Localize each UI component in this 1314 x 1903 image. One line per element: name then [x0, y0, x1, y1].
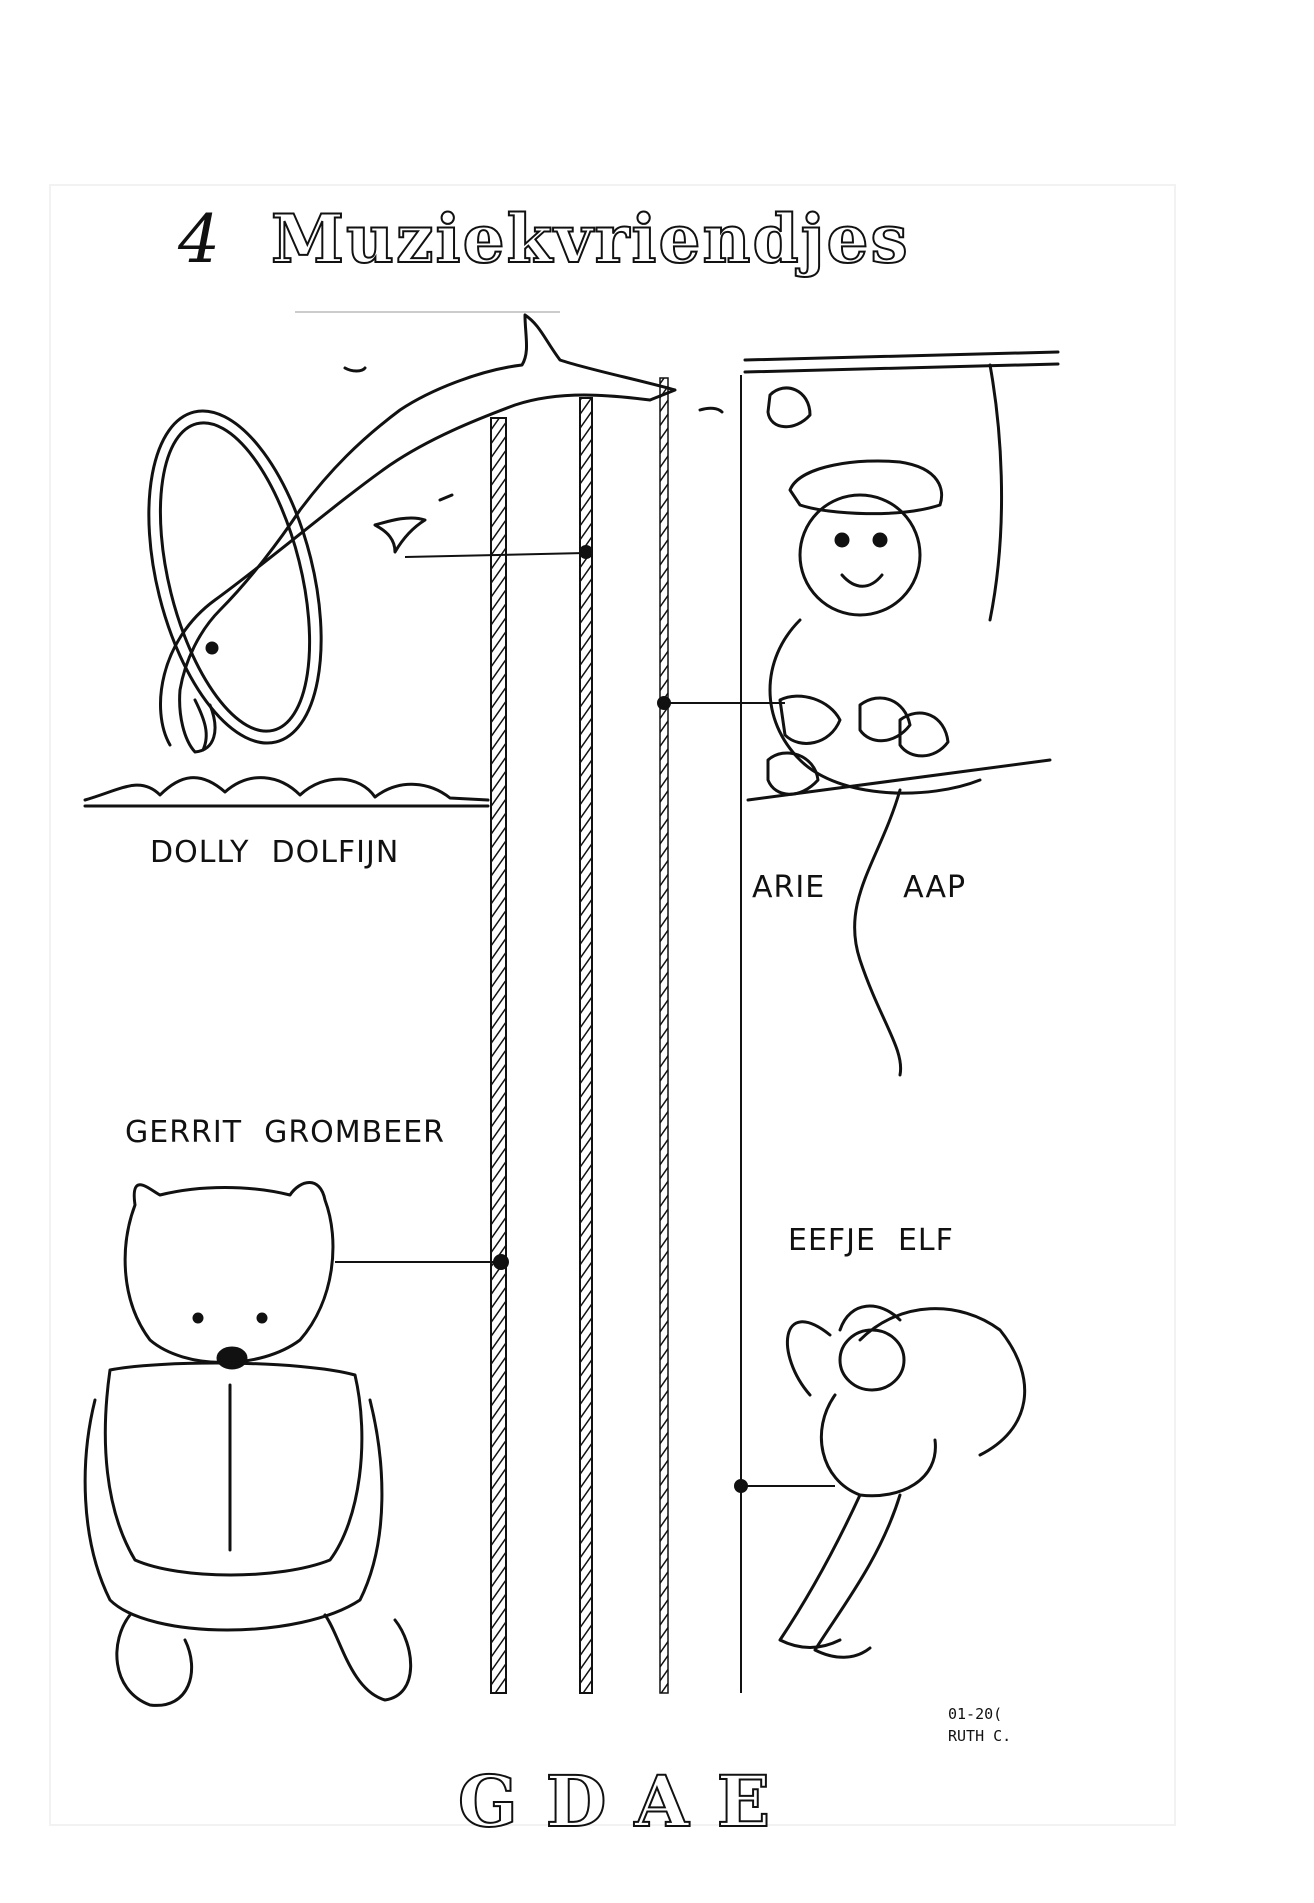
leaf-1	[778, 694, 842, 745]
monkey-head	[798, 493, 922, 617]
label-eefje-elf: EEFJE ELF	[788, 1223, 954, 1258]
label-first-name: GERRIT	[125, 1115, 243, 1150]
dolphin-body	[159, 313, 677, 754]
bear-drawing	[83, 1181, 413, 1707]
string-g	[490, 417, 507, 1694]
bear-foot-right	[323, 1613, 413, 1702]
dolphin-drawing	[83, 313, 724, 808]
worksheet-title: Muziekvriendjes	[270, 199, 910, 279]
label-first-name: ARIE	[752, 870, 826, 905]
monkey-eye-left	[834, 532, 850, 548]
label-last-name: DOLFIJN	[271, 835, 400, 870]
hoop	[147, 409, 323, 745]
branch-top-2	[743, 362, 1060, 374]
page-border	[49, 184, 1176, 1826]
string-name-d: D	[545, 1759, 608, 1844]
string-name-e: E	[716, 1759, 771, 1844]
worksheet-number: 4	[178, 201, 222, 278]
label-last-name: GROMBEER	[264, 1115, 446, 1150]
dolphin-mouth	[193, 698, 208, 752]
splash-3	[438, 493, 454, 502]
splash-2	[698, 406, 724, 414]
dot-dolphin	[579, 545, 593, 559]
bear-head	[123, 1181, 335, 1364]
violin-strings	[490, 375, 742, 1694]
monkey-body	[768, 618, 982, 795]
bear-vest	[103, 1361, 364, 1577]
page-title: 4 Muziekvriendjes	[178, 199, 910, 279]
string-name-g: G	[457, 1759, 519, 1844]
string-d	[579, 397, 593, 1694]
connector-dolphin	[404, 552, 586, 558]
dot-monkey	[657, 696, 671, 710]
leaf-3	[898, 711, 950, 758]
monkey-tail	[853, 788, 903, 1077]
leaf-2	[858, 696, 912, 743]
label-dolly-dolfijn: DOLLY DOLFIJN	[150, 835, 399, 870]
bear-foot-left	[115, 1613, 194, 1707]
dolphin-eye	[205, 641, 219, 655]
string-a	[659, 377, 669, 1694]
bear-eye-right	[256, 1312, 268, 1324]
bear-nose	[216, 1346, 248, 1370]
label-arie-aap: ARIE AAP	[752, 870, 966, 905]
waves	[83, 776, 490, 802]
splash-1	[343, 366, 367, 373]
bear-eye-left	[192, 1312, 204, 1324]
monkey-mouth	[840, 573, 884, 588]
elf-drawing	[778, 1304, 1027, 1659]
label-gerrit-grombeer: GERRIT GROMBEER	[125, 1115, 445, 1150]
branch-top	[743, 350, 1060, 362]
monkey-arm	[988, 363, 1004, 622]
signature-date: 01-20(	[948, 1705, 1003, 1723]
hoop-inner	[158, 421, 312, 733]
string-name-a: A	[633, 1759, 689, 1844]
label-first-name: DOLLY	[150, 835, 250, 870]
elf-leg-left	[778, 1493, 862, 1649]
elf-hat	[838, 1304, 902, 1332]
connectors	[335, 545, 835, 1493]
elf-head	[838, 1328, 906, 1392]
label-last-name: ELF	[897, 1223, 954, 1258]
bear-body	[83, 1398, 384, 1632]
label-first-name: EEFJE	[788, 1223, 876, 1258]
artist-signature: 01-20( RUTH C.	[948, 1703, 1011, 1747]
elf-body	[819, 1393, 937, 1498]
elf-wing-right	[858, 1307, 1027, 1457]
leaf-4	[766, 751, 820, 796]
leaf-5	[766, 386, 812, 429]
dot-elf	[734, 1479, 748, 1493]
label-last-name: AAP	[903, 870, 967, 905]
dolphin-fin	[373, 516, 427, 554]
monkey-hat	[788, 459, 944, 516]
monkey-eye-right	[872, 532, 888, 548]
dot-bear	[493, 1254, 509, 1270]
monkey-drawing	[743, 350, 1060, 1077]
elf-wing-left	[785, 1320, 832, 1397]
signature-name: RUTH C.	[948, 1727, 1012, 1745]
branch-bottom	[746, 758, 1052, 802]
elf-leg-right	[813, 1493, 902, 1659]
